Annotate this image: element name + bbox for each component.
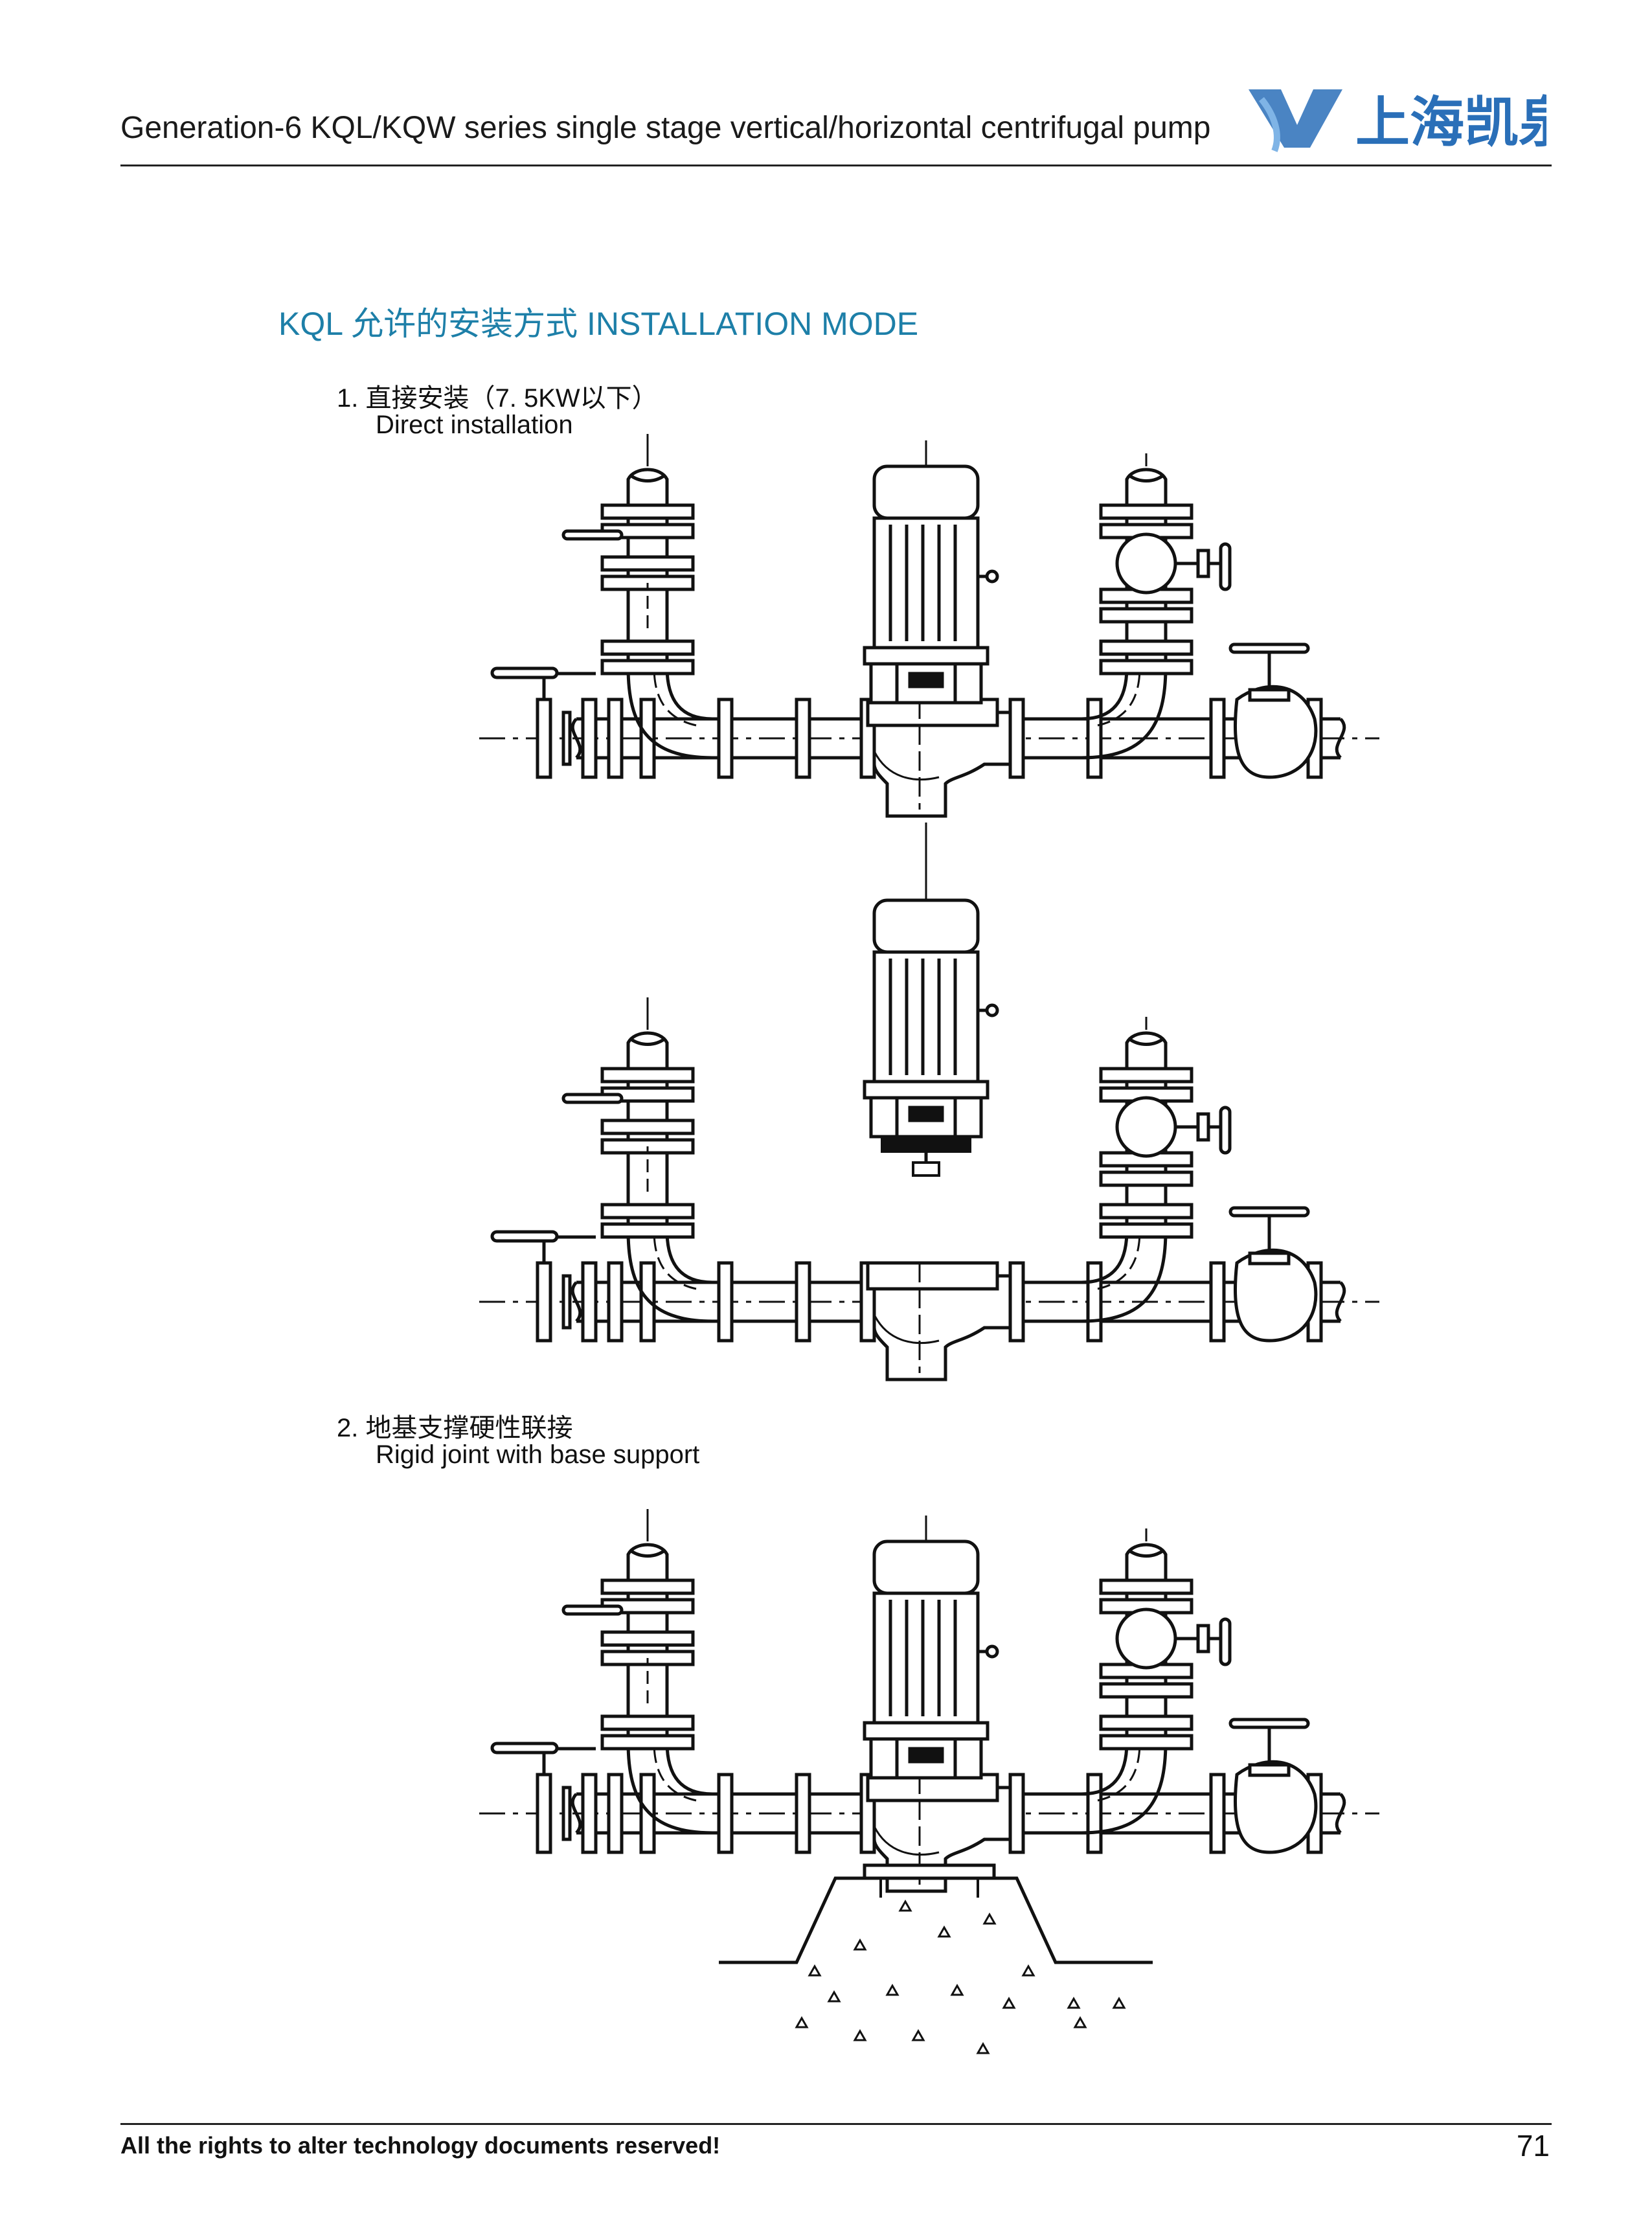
item-2-title: 2. 地基支撑硬性联接 <box>337 1414 573 1442</box>
item-1-title: 1. 直接安装（7. 5KW以下） <box>337 384 658 413</box>
header-rule <box>120 165 1552 166</box>
item-1-subtitle: Direct installation <box>376 411 573 439</box>
drawing-direct-installation-assembled <box>479 434 1379 816</box>
footer-note: All the rights to alter technology docum… <box>120 2132 721 2159</box>
section-title: KQL 允许的安装方式 INSTALLATION MODE <box>278 306 919 342</box>
item-2-subtitle: Rigid joint with base support <box>376 1440 700 1469</box>
company-logo: 上海凯泉 <box>1236 70 1546 167</box>
page-header-title: Generation-6 KQL/KQW series single stage… <box>120 111 1211 145</box>
footer-rule <box>120 2123 1552 2125</box>
logo-wordmark: 上海凯泉 <box>1355 92 1546 153</box>
page-number: 71 <box>1516 2129 1550 2163</box>
drawing-rigid-joint-base-support <box>479 1509 1379 2054</box>
drawing-direct-installation-disassembled <box>479 823 1379 1380</box>
